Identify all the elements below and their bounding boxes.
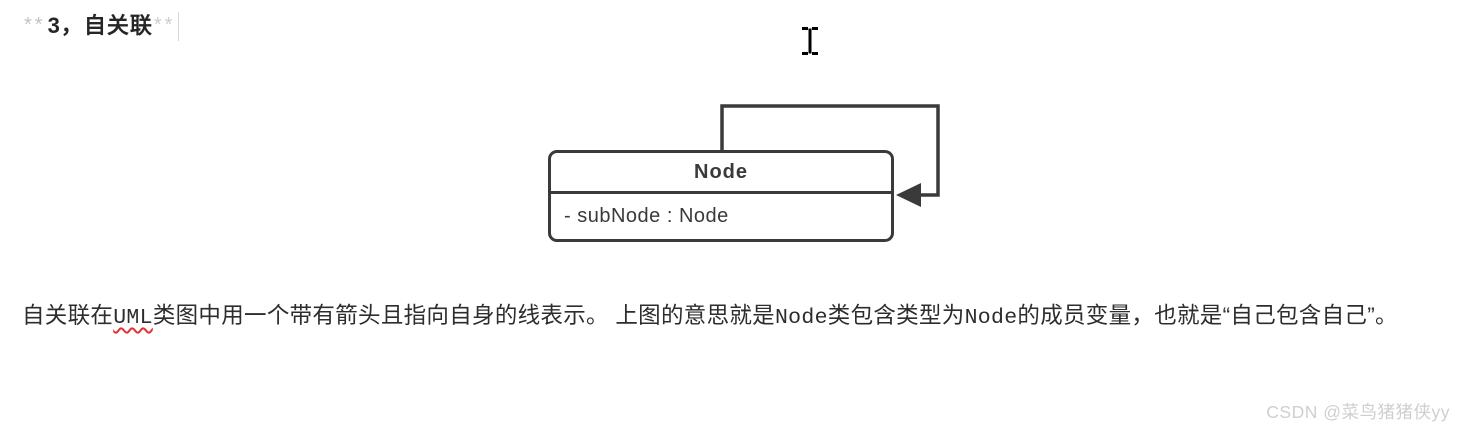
uml-class-name: Node <box>551 153 891 194</box>
paragraph-text: 的成员变量，也就是“自己包含自己”。 <box>1017 303 1398 328</box>
i-beam-cursor-icon <box>802 27 818 55</box>
heading-line[interactable]: ** 3，自关联 ** <box>24 11 180 41</box>
paragraph-text: 自关联在 <box>22 303 114 328</box>
body-paragraph[interactable]: 自关联在UML类图中用一个带有箭头且指向自身的线表示。 上图的意思就是Node类… <box>22 293 1444 341</box>
paragraph-text: 类图中用一个带有箭头且指向自身的线表示。 上图的意思就是 <box>152 303 775 328</box>
text-caret <box>178 11 180 41</box>
paragraph-text: 类包含类型为 <box>827 303 965 328</box>
md-bold-marker-close: ** <box>153 14 176 36</box>
md-bold-marker-open: ** <box>24 14 46 36</box>
arrowhead-icon <box>896 183 921 207</box>
inline-code-node: Node <box>774 306 828 330</box>
page-title: 3，自关联 <box>47 13 153 38</box>
inline-code-uml: UML <box>113 306 153 330</box>
csdn-watermark: CSDN @菜鸟猪猪侠yy <box>1266 402 1450 422</box>
uml-class-attribute: - subNode : Node <box>564 205 729 227</box>
uml-class-box: Node - subNode : Node <box>548 150 894 242</box>
inline-code-node: Node <box>964 306 1018 330</box>
self-association-arrow <box>720 104 940 207</box>
